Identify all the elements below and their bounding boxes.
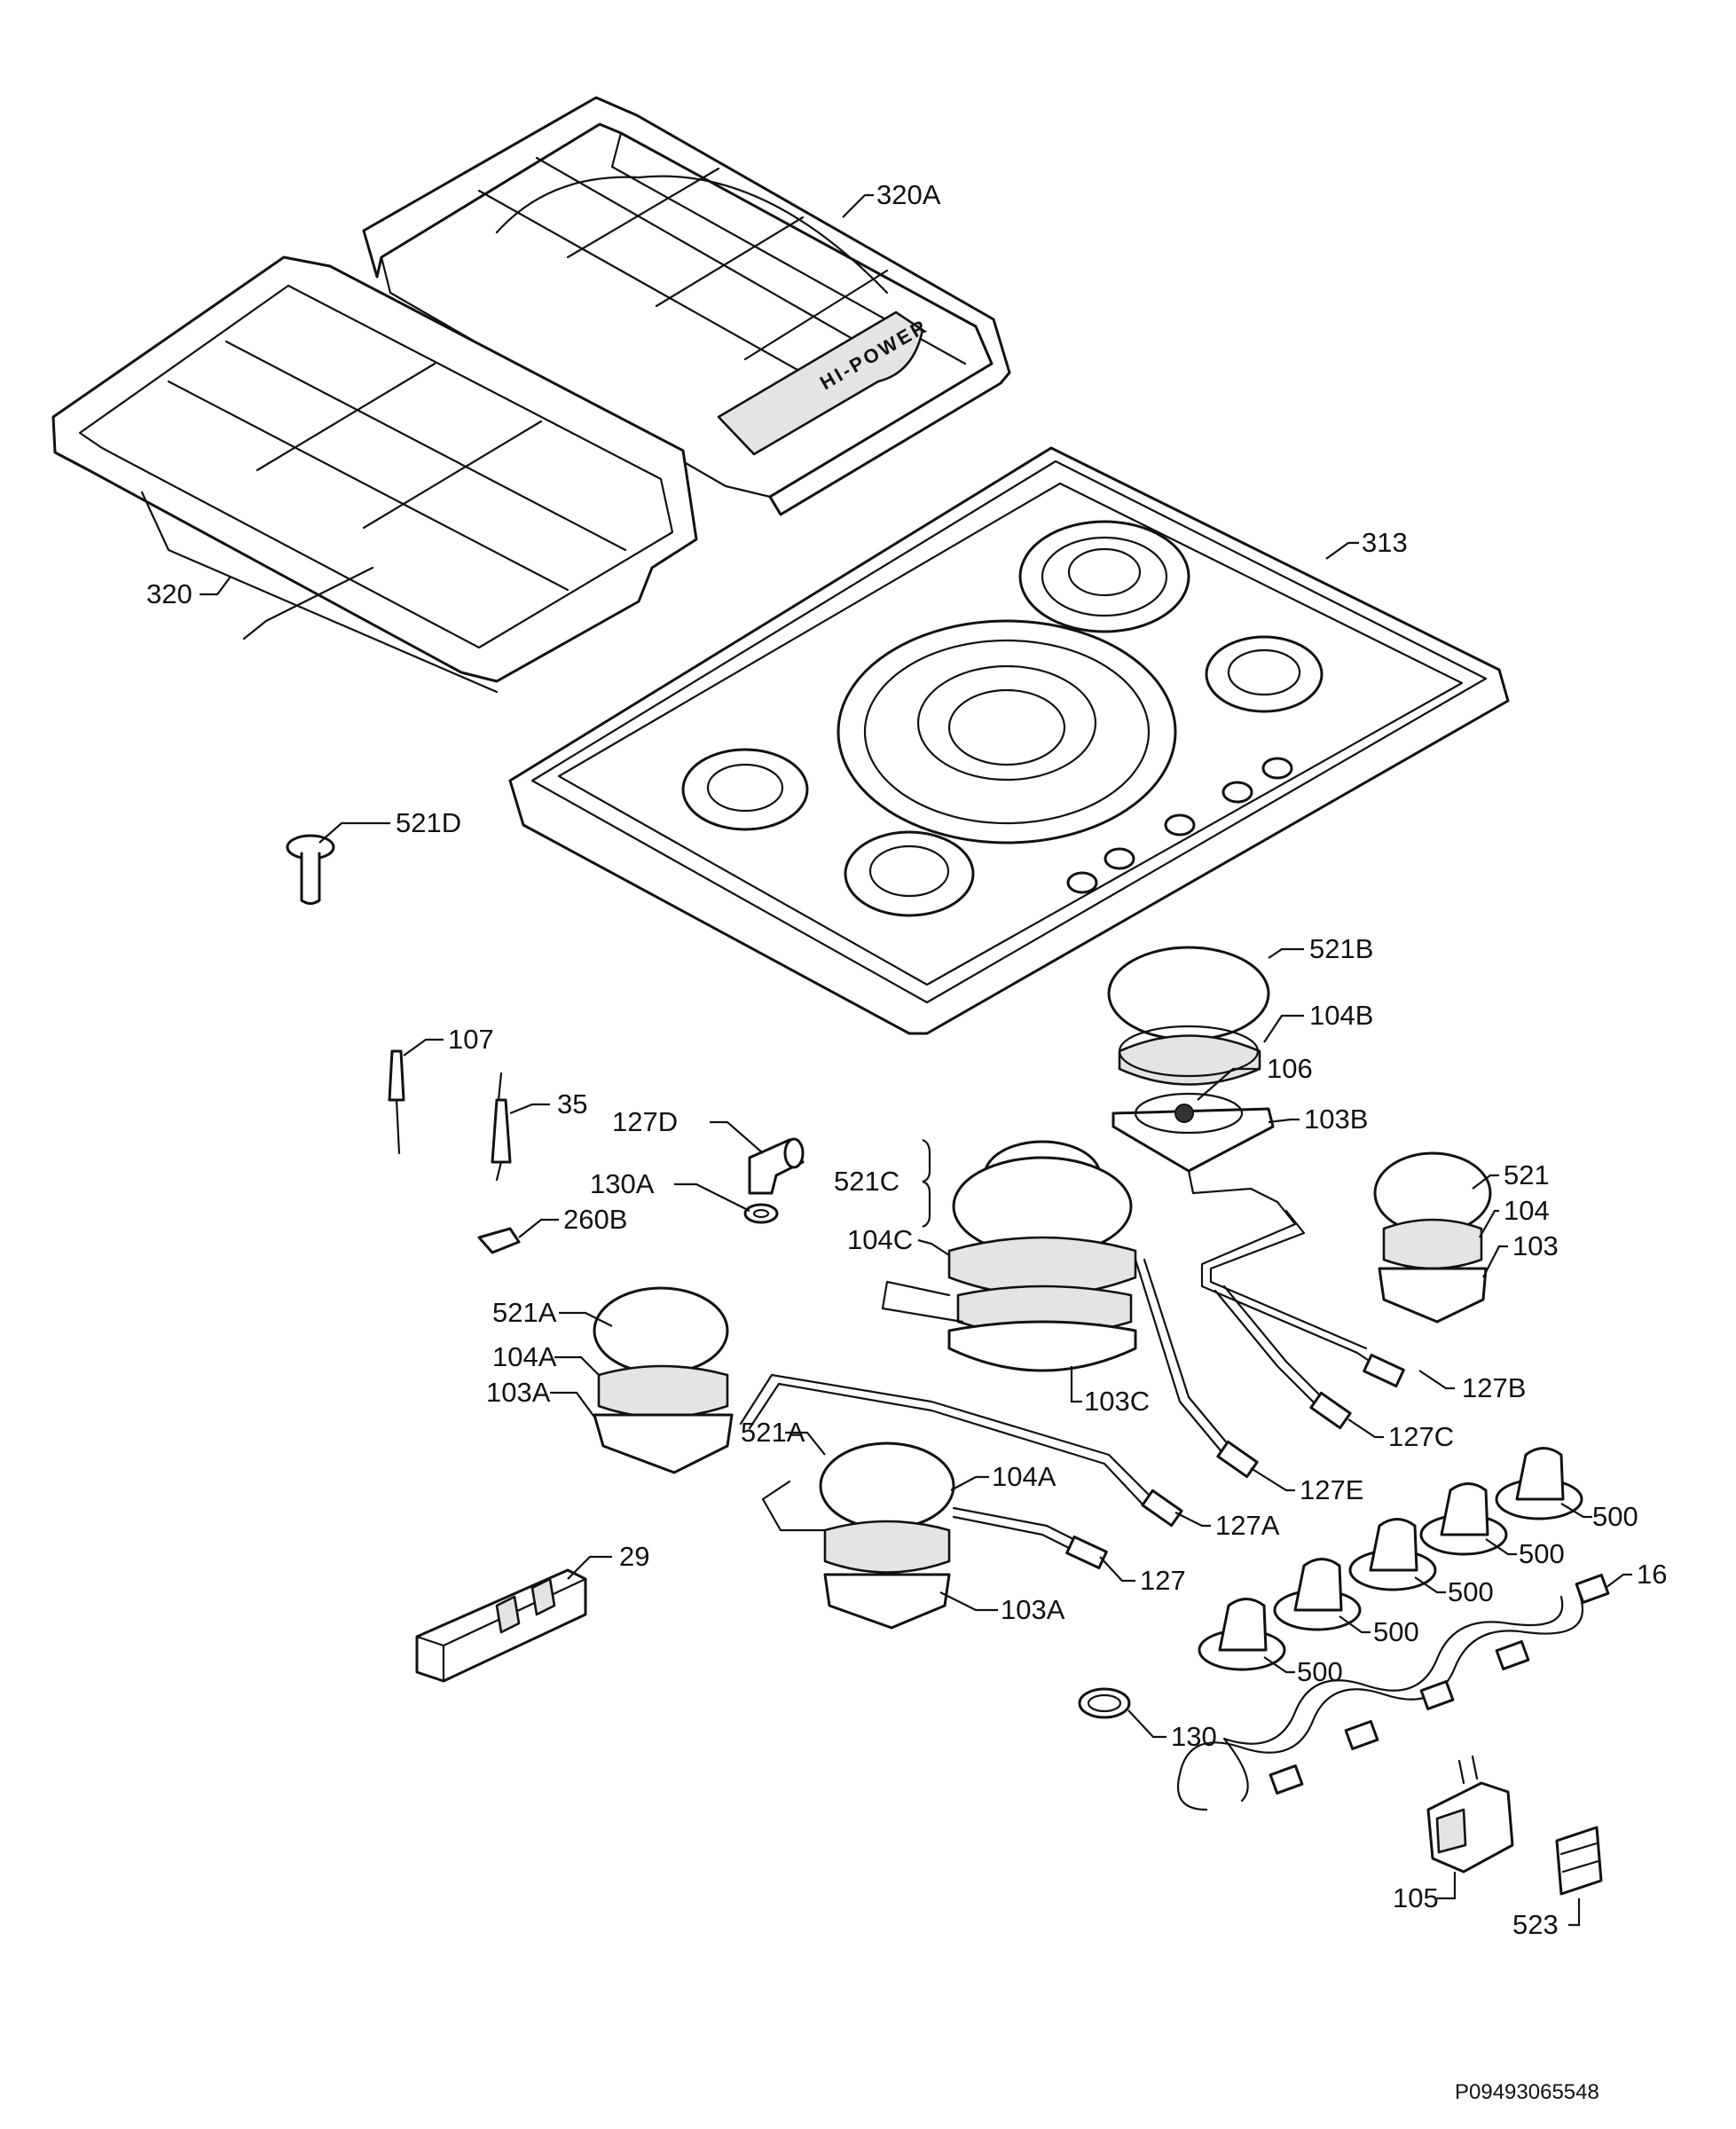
washer-130a [743, 1203, 779, 1224]
label-127: 127 [1140, 1565, 1186, 1596]
label-523: 523 [1512, 1909, 1559, 1940]
clip-260b [477, 1227, 521, 1254]
knob-500-1 [1495, 1447, 1583, 1520]
gas-valve-105 [1426, 1755, 1514, 1874]
burner-c-assembly [947, 1140, 1137, 1372]
thermocouple-107 [388, 1049, 405, 1155]
elbow-127d [748, 1137, 805, 1195]
label-500-5: 500 [1297, 1656, 1343, 1687]
label-104a-center: 104A [992, 1461, 1057, 1492]
label-260b: 260B [563, 1204, 627, 1235]
label-320a: 320A [876, 179, 941, 210]
label-521c: 521C [834, 1166, 899, 1197]
label-103a-center: 103A [1001, 1594, 1065, 1625]
label-127c: 127C [1388, 1421, 1454, 1452]
label-104b: 104B [1309, 1000, 1373, 1031]
label-103a-left: 103A [486, 1377, 551, 1408]
label-500-1: 500 [1592, 1501, 1638, 1532]
ignition-harness-16 [1176, 1574, 1610, 1811]
knob-500-2 [1419, 1482, 1508, 1556]
label-104c: 104C [847, 1224, 913, 1255]
callouts: 320A 320 313 521D 521B 104B 106 103B 107… [146, 179, 1667, 1940]
control-knobs [1198, 1447, 1583, 1671]
label-500-4: 500 [1373, 1616, 1419, 1647]
label-103: 103 [1512, 1230, 1559, 1261]
label-521b: 521B [1309, 933, 1373, 964]
electrode-35 [491, 1072, 512, 1182]
label-320: 320 [146, 578, 192, 609]
label-521: 521 [1504, 1159, 1550, 1190]
label-16: 16 [1637, 1559, 1667, 1590]
plug-521d [286, 834, 335, 905]
label-127d: 127D [612, 1106, 678, 1137]
label-106: 106 [1267, 1053, 1313, 1084]
label-130a: 130A [590, 1168, 655, 1199]
label-521a-center: 521A [741, 1417, 805, 1448]
label-104: 104 [1504, 1195, 1550, 1226]
reference-code: P09493065548 [1455, 2080, 1599, 2104]
pan-support-320 [51, 255, 698, 694]
burner-a-left-assembly [593, 1286, 734, 1474]
burner-a-center-assembly [819, 1442, 955, 1630]
label-130: 130 [1171, 1721, 1217, 1752]
label-127a: 127A [1215, 1510, 1280, 1541]
label-500-2: 500 [1519, 1538, 1565, 1569]
ignition-generator-29 [415, 1568, 587, 1683]
hob-top-313 [508, 446, 1510, 1035]
label-35: 35 [557, 1088, 587, 1119]
bracket-523 [1555, 1826, 1603, 1896]
burner-b-assembly [1107, 946, 1279, 1204]
label-105: 105 [1393, 1882, 1439, 1913]
label-521d: 521D [396, 807, 461, 838]
burner-right-assembly [1373, 1151, 1492, 1324]
label-104a-left: 104A [492, 1341, 557, 1372]
label-313: 313 [1362, 527, 1408, 558]
knob-500-5 [1198, 1598, 1286, 1671]
label-127b: 127B [1462, 1372, 1526, 1403]
label-521a-left: 521A [492, 1297, 557, 1328]
label-29: 29 [619, 1541, 649, 1572]
seal-ring-130 [1078, 1687, 1131, 1719]
label-127e: 127E [1300, 1474, 1363, 1505]
gas-pipes [739, 1200, 1405, 1570]
label-103b: 103B [1304, 1104, 1368, 1135]
knob-500-3 [1348, 1518, 1437, 1591]
label-103c: 103C [1084, 1386, 1150, 1417]
label-500-3: 500 [1448, 1576, 1494, 1607]
knob-500-4 [1273, 1558, 1362, 1631]
label-107: 107 [448, 1024, 494, 1055]
